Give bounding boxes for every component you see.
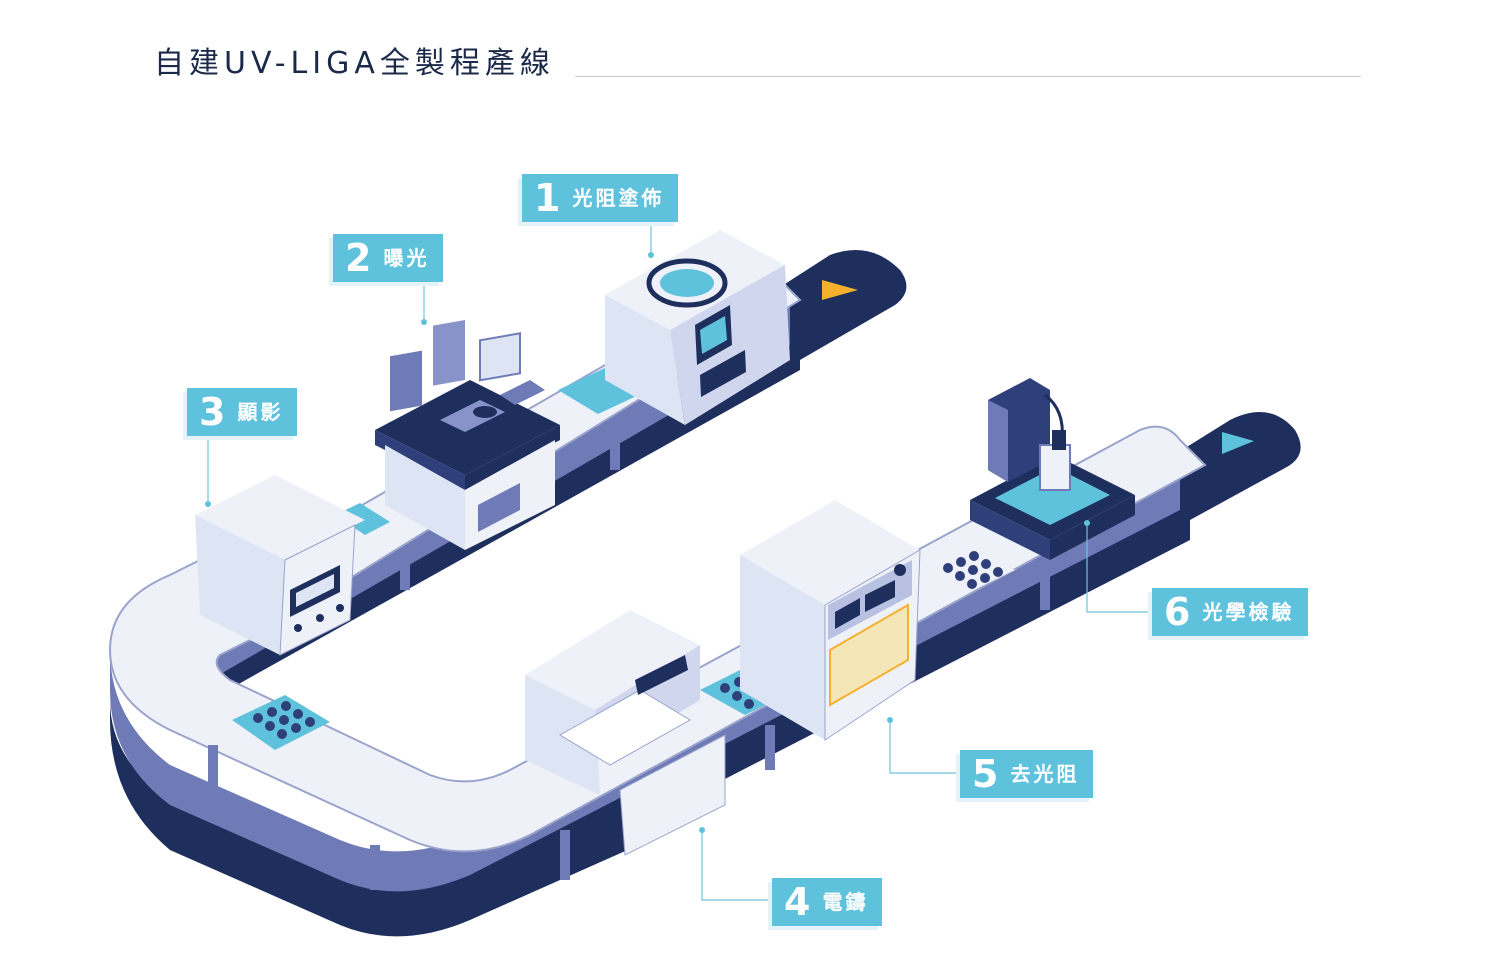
step-number: 4 bbox=[784, 880, 811, 924]
step-number: 1 bbox=[534, 176, 561, 220]
step-number: 5 bbox=[972, 752, 999, 796]
machine-coater bbox=[605, 230, 790, 425]
direction-arrow-yellow-icon bbox=[822, 280, 858, 300]
step-number: 3 bbox=[199, 390, 226, 434]
leader-lines bbox=[207, 222, 1150, 901]
machine-stripper bbox=[740, 500, 921, 741]
belt-top-u bbox=[108, 425, 1207, 853]
machine-optical-inspection bbox=[970, 378, 1135, 560]
machine-developer bbox=[195, 475, 365, 656]
step-label-5: 5 去光阻 bbox=[960, 750, 1094, 798]
step-name: 電鑄 bbox=[822, 890, 869, 914]
step-name: 光學檢驗 bbox=[1202, 600, 1295, 624]
belt-end-lower bbox=[1150, 412, 1301, 520]
direction-arrow-cyan-icon bbox=[1222, 432, 1254, 454]
belt-legs bbox=[208, 440, 1050, 890]
step-number: 2 bbox=[345, 236, 372, 280]
step-name: 顯影 bbox=[237, 400, 284, 424]
step-number: 6 bbox=[1164, 590, 1191, 634]
wafer-tray-right bbox=[930, 548, 1015, 592]
machine-electroforming bbox=[525, 610, 726, 856]
title-divider bbox=[575, 76, 1361, 77]
leader-dots bbox=[205, 252, 1090, 833]
step-label-6: 6 光學檢驗 bbox=[1152, 588, 1309, 636]
page-title: 自建UV-LIGA全製程產線 bbox=[154, 46, 555, 81]
step-label-1: 1 光阻塗佈 bbox=[522, 174, 679, 222]
wafer-tray-left bbox=[232, 695, 330, 750]
step-label-2: 2 曝光 bbox=[333, 234, 444, 282]
step-label-4: 4 電鑄 bbox=[772, 878, 883, 926]
step-name: 光阻塗佈 bbox=[572, 186, 665, 210]
step-name: 去光阻 bbox=[1010, 762, 1080, 786]
step-label-3: 3 顯影 bbox=[187, 388, 298, 436]
machine-exposure bbox=[375, 320, 560, 550]
step-name: 曝光 bbox=[383, 246, 430, 270]
